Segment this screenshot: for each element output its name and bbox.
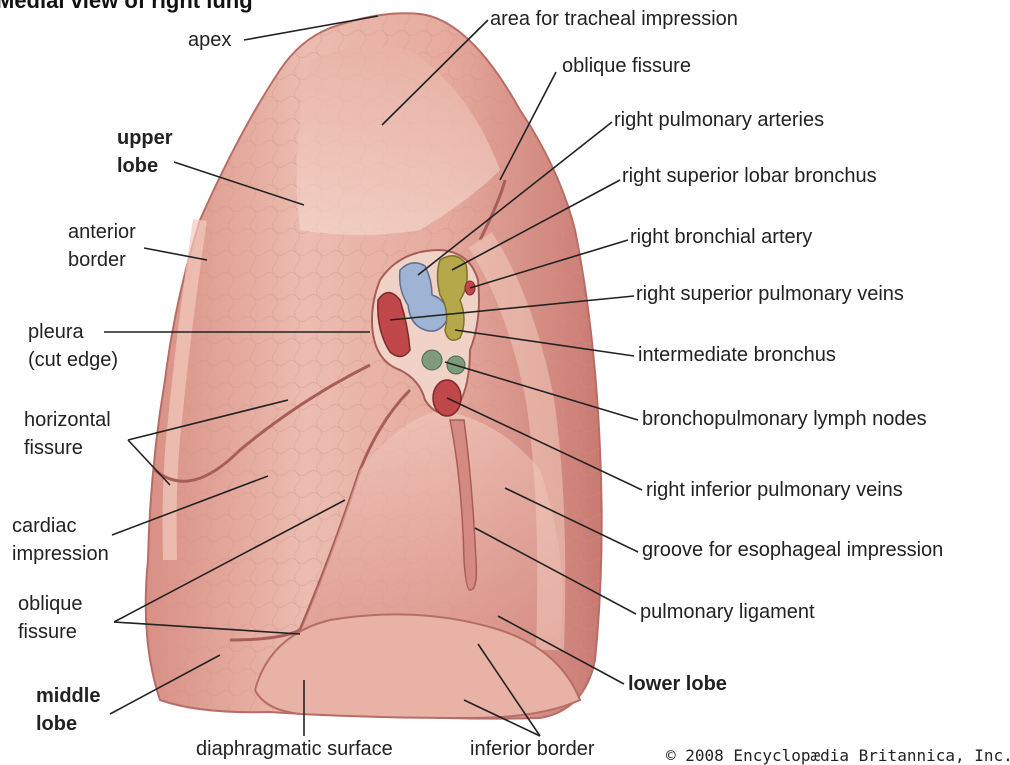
label-bronchial-artery: right bronchial artery [630, 223, 812, 251]
label-esophageal-groove: groove for esophageal impression [642, 536, 943, 564]
label-pleura-line2: (cut edge) [28, 346, 118, 374]
label-anterior-border-line1: anterior [68, 218, 136, 246]
label-lower-lobe: lower lobe [628, 670, 727, 698]
label-horizontal-fissure-line1: horizontal [24, 406, 111, 434]
copyright-notice: © 2008 Encyclopædia Britannica, Inc. [666, 746, 1010, 765]
label-upper-lobe-line1: upper [117, 124, 173, 152]
label-cardiac-impression-line1: cardiac [12, 512, 76, 540]
lymph-node-shape [422, 350, 442, 370]
label-apex: apex [188, 26, 231, 54]
label-pulmonary-ligament: pulmonary ligament [640, 598, 815, 626]
label-upper-lobe-line2: lobe [117, 152, 158, 180]
label-pleura-line1: pleura [28, 318, 84, 346]
label-oblique-fissure-left-line1: oblique [18, 590, 83, 618]
label-oblique-fissure-left-line2: fissure [18, 618, 77, 646]
label-horizontal-fissure-line2: fissure [24, 434, 83, 462]
diagram-title: Medial view of right lung [0, 0, 253, 14]
label-tracheal-impression: area for tracheal impression [490, 5, 738, 33]
label-middle-lobe-line1: middle [36, 682, 100, 710]
label-cardiac-impression-line2: impression [12, 540, 109, 568]
label-pulmonary-arteries: right pulmonary arteries [614, 106, 824, 134]
label-superior-pulmonary-veins: right superior pulmonary veins [636, 280, 904, 308]
label-intermediate-bronchus: intermediate bronchus [638, 341, 836, 369]
label-diaphragmatic-surface: diaphragmatic surface [196, 735, 393, 763]
label-oblique-fissure-right: oblique fissure [562, 52, 691, 80]
label-inferior-pulmonary-veins: right inferior pulmonary veins [646, 476, 903, 504]
label-anterior-border-line2: border [68, 246, 126, 274]
label-inferior-border: inferior border [470, 735, 595, 763]
label-lymph-nodes: bronchopulmonary lymph nodes [642, 405, 927, 433]
label-middle-lobe-line2: lobe [36, 710, 77, 738]
label-superior-lobar-bronchus: right superior lobar bronchus [622, 162, 877, 190]
